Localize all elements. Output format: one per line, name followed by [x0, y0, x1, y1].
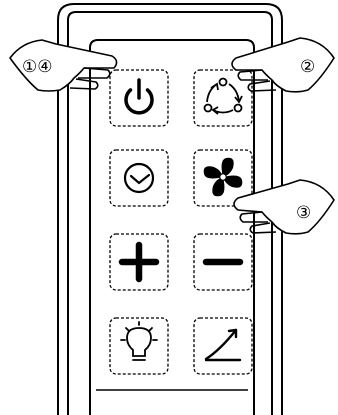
hand-pointer-top-right: [232, 38, 334, 92]
fan-icon: [204, 158, 243, 197]
plus-button[interactable]: [110, 234, 168, 290]
curve-button[interactable]: [194, 318, 252, 374]
light-button[interactable]: [110, 318, 168, 374]
cycle-button[interactable]: [194, 70, 252, 126]
minus-button[interactable]: [194, 234, 252, 290]
light-bulb-icon: [121, 322, 157, 360]
callout-label-1-4: ①④: [22, 57, 52, 77]
curve-arrow-icon: [206, 330, 240, 360]
callout-label-3: ③: [296, 203, 311, 223]
power-icon: [126, 80, 152, 113]
power-button[interactable]: [110, 70, 168, 126]
hand-pointer-bottom-right: [234, 180, 334, 234]
timer-button[interactable]: [110, 150, 168, 206]
callout-label-2: ②: [300, 57, 315, 77]
plus-icon: [122, 245, 156, 279]
clock-icon: [125, 164, 153, 192]
cycle-arrows-icon: [205, 79, 243, 115]
